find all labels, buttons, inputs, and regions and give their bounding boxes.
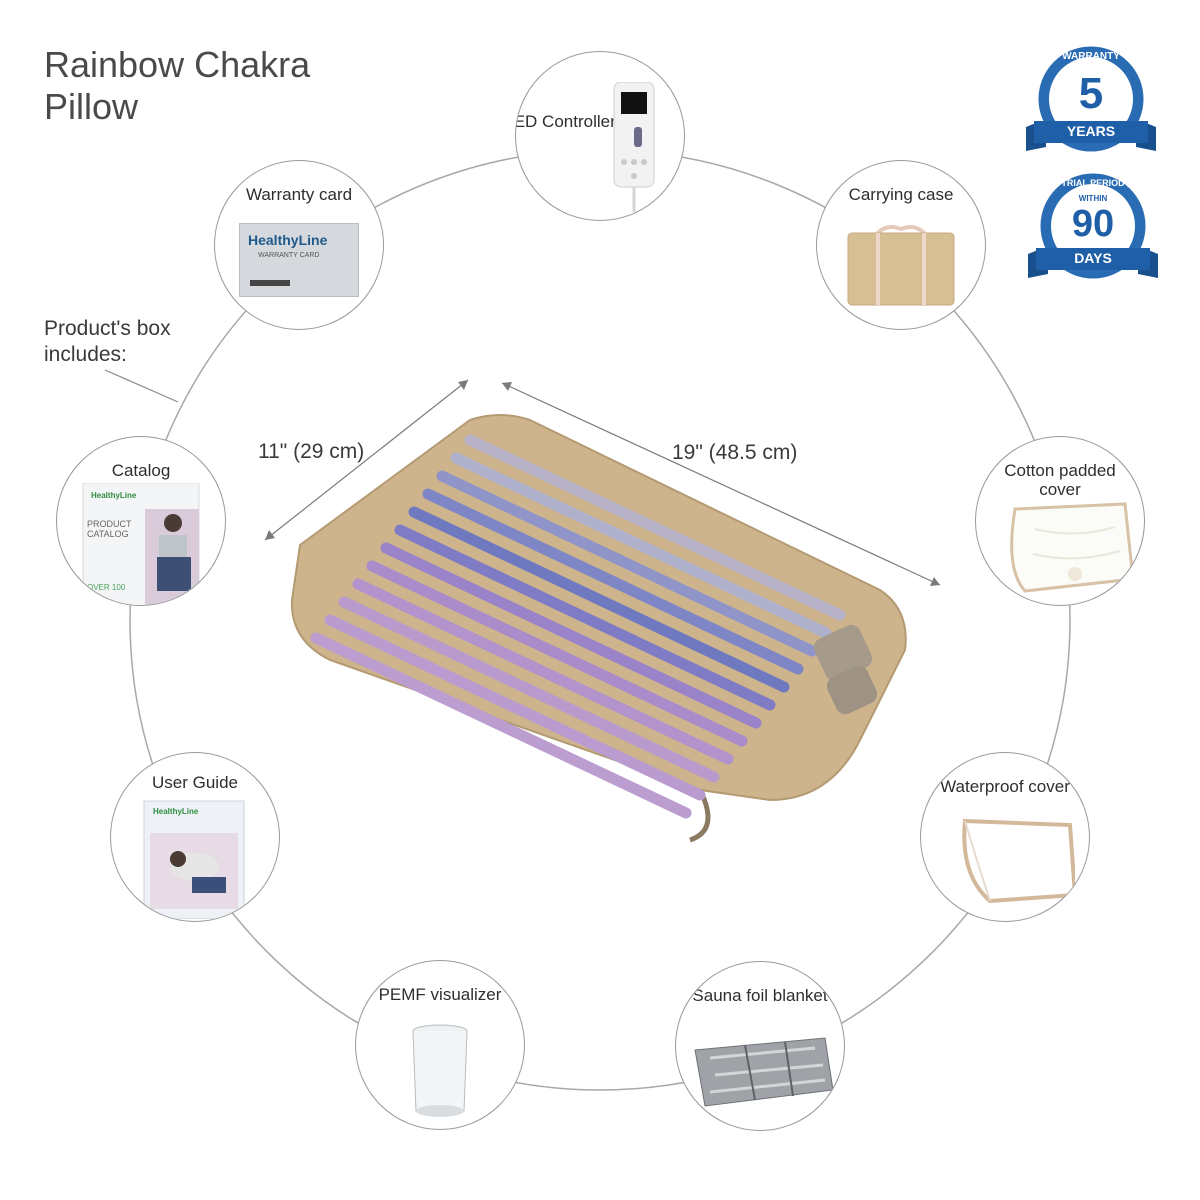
pemf-visualizer-image — [410, 1023, 470, 1121]
pillow-stone-row — [338, 596, 720, 783]
warranty-badge: WARRANTY 5 YEARS — [1026, 43, 1156, 161]
warranty-card-brand: HealthyLine — [248, 232, 328, 248]
carrying-case-image — [846, 223, 956, 307]
pemf-visualizer-node: PEMF visualizer — [355, 960, 525, 1130]
cotton-cover-label: Cotton padded cover — [1004, 461, 1116, 499]
trial-badge-top: TRIAL PERIOD — [1061, 178, 1125, 188]
led-controller-node: LED Controller — [515, 51, 685, 221]
catalog-node: Catalog HealthyLine PRODUCT CATALOG OVER… — [56, 436, 226, 606]
led-controller-image — [612, 81, 656, 212]
carrying-case-label: Carrying case — [848, 185, 954, 204]
pillow-stone-row — [366, 560, 748, 747]
subtitle-pointer — [104, 369, 179, 403]
width-dimension: 11" (29 cm) — [258, 440, 365, 463]
catalog-foot: OVER 100 — [87, 583, 126, 592]
sauna-blanket-label: Sauna foil blanket — [692, 986, 828, 1005]
length-dimension: 19" (48.5 cm) — [672, 441, 798, 464]
waterproof-cover-node: Waterproof cover — [920, 752, 1090, 922]
led-controller-label: LED Controller — [515, 112, 616, 131]
catalog-image — [81, 482, 201, 605]
trial-badge-number: 90 — [1071, 203, 1115, 245]
pillow-stone-row — [450, 452, 832, 639]
width-arrow — [264, 379, 469, 541]
catalog-label: Catalog — [111, 461, 171, 480]
user-guide-label: User Guide — [152, 773, 238, 792]
pillow-stone-row — [310, 632, 692, 819]
warranty-card-node: Warranty card HealthyLine WARRANTY CARD — [214, 160, 384, 330]
pillow-stone-row — [422, 488, 804, 675]
trial-badge-bottom: DAYS — [1074, 250, 1112, 266]
pillow-stone-row — [408, 506, 790, 693]
cotton-cover-image — [985, 499, 1135, 595]
cotton-cover-node: Cotton padded cover — [975, 436, 1145, 606]
page-title: Rainbow Chakra Pillow — [44, 44, 311, 127]
warranty-card-label: Warranty card — [245, 185, 353, 204]
pillow-stone-row — [380, 542, 762, 729]
warranty-badge-top: WARRANTY — [1062, 51, 1120, 62]
pillow-stone-row — [394, 524, 776, 711]
warranty-card-image: HealthyLine WARRANTY CARD — [239, 223, 359, 297]
waterproof-cover-label: Waterproof cover — [940, 777, 1070, 796]
pemf-visualizer-label: PEMF visualizer — [378, 985, 502, 1004]
pillow-stone-row — [324, 614, 706, 801]
pillow-stone-row — [464, 434, 846, 621]
warranty-card-text: WARRANTY CARD — [258, 252, 320, 259]
carrying-case-node: Carrying case — [816, 160, 986, 330]
user-guide-node: User Guide HealthyLine — [110, 752, 280, 922]
length-arrow — [501, 382, 941, 586]
catalog-heading: PRODUCT CATALOG — [87, 519, 132, 539]
user-guide-image — [140, 799, 250, 920]
pillow-stone-row — [436, 470, 818, 657]
catalog-brand: HealthyLine — [91, 491, 137, 500]
box-includes-label: Product's box includes: — [44, 317, 171, 366]
pillow-stone-row — [352, 578, 734, 765]
waterproof-cover-image — [935, 815, 1078, 905]
sauna-blanket-image — [685, 1030, 835, 1114]
warranty-badge-number: 5 — [1078, 69, 1104, 118]
warranty-badge-bottom: YEARS — [1066, 123, 1116, 139]
user-guide-brand: HealthyLine — [153, 807, 199, 816]
sauna-blanket-node: Sauna foil blanket — [675, 961, 845, 1131]
trial-badge-mid: WITHIN — [1078, 194, 1108, 203]
trial-badge: TRIAL PERIOD WITHIN 90 DAYS — [1028, 170, 1158, 288]
pillow-image — [290, 414, 907, 843]
